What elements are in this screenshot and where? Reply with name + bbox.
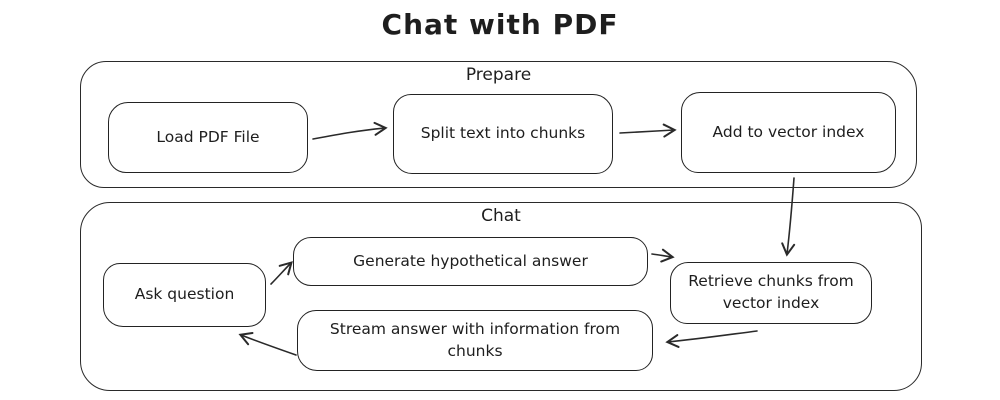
node-ask-question-label: Ask question bbox=[134, 285, 235, 304]
node-retrieve-chunks-label: Retrieve chunks from vector index bbox=[688, 272, 854, 312]
node-add-to-vector-index-label: Add to vector index bbox=[712, 122, 865, 141]
node-stream-answer-label: Stream answer with information from chun… bbox=[329, 319, 621, 360]
group-chat-label: Chat bbox=[481, 206, 521, 226]
node-ask-question: Ask question bbox=[103, 263, 266, 327]
node-stream-answer: Stream answer with information from chun… bbox=[297, 310, 653, 371]
node-split-text-into-chunks-label: Split text into chunks bbox=[420, 124, 586, 143]
node-generate-hypothetical-answer: Generate hypothetical answer bbox=[293, 237, 648, 286]
node-generate-hypothetical-answer-label: Generate hypothetical answer bbox=[353, 251, 588, 270]
node-load-pdf-file: Load PDF File bbox=[108, 102, 308, 173]
node-add-to-vector-index: Add to vector index bbox=[681, 92, 896, 173]
group-prepare-frame: Prepare bbox=[80, 61, 917, 188]
node-retrieve-chunks: Retrieve chunks from vector index bbox=[670, 262, 872, 324]
node-split-text-into-chunks: Split text into chunks bbox=[393, 94, 613, 174]
group-prepare-label: Prepare bbox=[465, 65, 532, 85]
node-load-pdf-file-label: Load PDF File bbox=[156, 127, 260, 146]
group-chat-frame: Chat bbox=[80, 202, 922, 391]
diagram-title: Chat with PDF bbox=[381, 8, 619, 41]
